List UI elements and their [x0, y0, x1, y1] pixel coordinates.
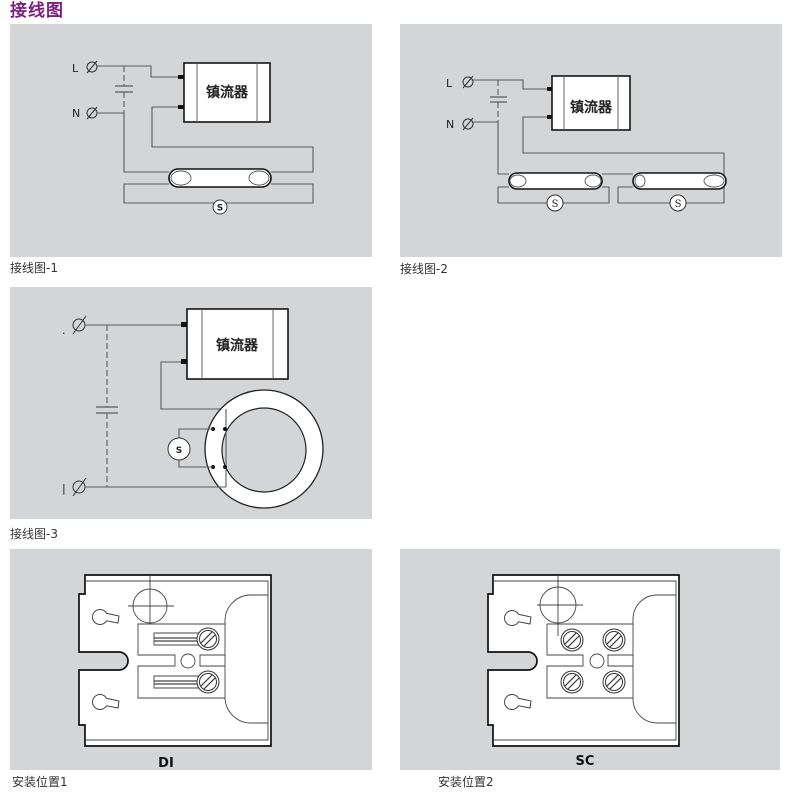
fluorescent-tube-2 [632, 172, 727, 190]
wire-entry-slot-top [153, 632, 200, 646]
lamp-socket-recess [632, 594, 676, 724]
wiring-diagram-3-caption: 接线图-3 [10, 527, 58, 541]
ballast-label: 镇流器 [216, 337, 259, 354]
starter-label: S [217, 204, 223, 214]
terminal-screw-top [196, 627, 220, 651]
crosshair-hole-icon [537, 575, 583, 636]
starter-loop-wire [178, 428, 213, 468]
tube-electrode-right [248, 170, 270, 186]
mounting-position-2-panel: SC [400, 549, 780, 770]
terminal-screw-top-right [602, 628, 626, 652]
terminal-screw-bottom-left [560, 670, 584, 694]
capacitor-icon [490, 96, 507, 103]
mounting-position-2: SC [487, 574, 680, 769]
ballast-pin-top [547, 87, 552, 91]
terminal-neutral-icon [86, 106, 98, 120]
page-title: 接线图 [10, 1, 64, 21]
ring-contact-dots [211, 427, 227, 469]
capacitor-icon [96, 406, 118, 414]
fluorescent-tube-1 [508, 172, 603, 190]
terminal-label-line: L [446, 77, 453, 90]
starter-label: S [675, 199, 682, 210]
wiring-diagram-2-caption: 接线图-2 [400, 262, 448, 276]
terminal-label-line: L [72, 62, 79, 75]
crosshair-hole-icon [128, 575, 174, 624]
starter-icon-1: S [546, 194, 564, 212]
line-wire [97, 65, 178, 78]
wiring-diagram-1: L N 镇流器 [72, 60, 314, 215]
terminal-label-neutral: N [72, 107, 80, 120]
starter-loop-wire-2 [617, 186, 725, 204]
capacitor-icon [115, 85, 133, 93]
tube-electrode-left [509, 174, 527, 188]
lamp-socket-recess [224, 594, 268, 724]
starter-icon: S [167, 437, 191, 461]
ballast-pin-top [181, 322, 187, 327]
wiring-diagram-1-panel: L N 镇流器 [10, 24, 372, 257]
line-wire [473, 79, 547, 90]
wiring-diagram-2: L N 镇流器 [446, 75, 727, 212]
circular-fluorescent-tube [204, 389, 324, 509]
starter-label: S [176, 446, 182, 456]
ballast-pin-bottom [547, 115, 552, 119]
ballast-pin-bottom [181, 359, 187, 364]
ballast-label: 镇流器 [206, 84, 249, 101]
terminal-screw-top-left [560, 628, 584, 652]
terminal-label-neutral: | [62, 482, 66, 495]
starter-icon-2: S [669, 194, 687, 212]
terminal-neutral-icon [72, 477, 87, 497]
ballast-pin-top [178, 75, 184, 79]
plate-inner-edge [493, 580, 677, 741]
terminal-line-icon [86, 60, 98, 74]
ballast-output-wire [160, 361, 226, 410]
terminal-label-line: . [62, 324, 66, 337]
terminal-label-neutral: N [446, 118, 454, 131]
terminal-line-icon [72, 315, 87, 335]
ballast-output-wire [522, 116, 725, 175]
fluorescent-tube [168, 168, 272, 188]
wiring-diagram-1-caption: 接线图-1 [10, 261, 58, 275]
tube-electrode-right [584, 174, 602, 188]
center-hole [589, 653, 605, 669]
terminal-screw-bottom-right [602, 670, 626, 694]
starter-icon: S [212, 199, 228, 215]
mounting-position-1: DI [78, 574, 272, 770]
terminal-line-icon [462, 75, 474, 89]
terminal-neutral-icon [462, 117, 474, 131]
ballast-box: 镇流器 [551, 75, 631, 131]
terminal-screw-bottom [196, 670, 220, 694]
wiring-diagram-3: . | 镇流器 [62, 308, 324, 509]
lampholder-plate [487, 574, 680, 747]
neutral-wire [97, 112, 169, 173]
neutral-wire [473, 121, 509, 175]
wiring-diagram-2-panel: L N 镇流器 [400, 24, 782, 257]
plate-inner-edge [85, 580, 269, 741]
ballast-box: 镇流器 [183, 62, 271, 123]
ballast-label: 镇流器 [570, 99, 613, 116]
starter-label: S [552, 199, 559, 210]
ballast-box: 镇流器 [186, 308, 289, 380]
mounting-position-1-panel: DI [10, 549, 372, 770]
wire-entry-slot-bottom [153, 675, 200, 689]
ballast-output-wire [151, 106, 314, 173]
terminal-block [137, 623, 225, 699]
wiring-diagram-3-panel: . | 镇流器 [10, 287, 372, 519]
mounting-position-2-caption: 安装位置2 [438, 775, 494, 789]
tube-electrode-right [703, 174, 725, 188]
tube-electrode-left [170, 170, 192, 186]
tube-electrode-left [634, 174, 646, 188]
mounting-code-label: SC [576, 754, 595, 769]
mounting-position-1-caption: 安装位置1 [12, 775, 68, 789]
terminal-block [546, 623, 633, 699]
mounting-code-label: DI [158, 756, 174, 770]
center-hole [180, 653, 196, 669]
ballast-pin-bottom [178, 105, 184, 109]
